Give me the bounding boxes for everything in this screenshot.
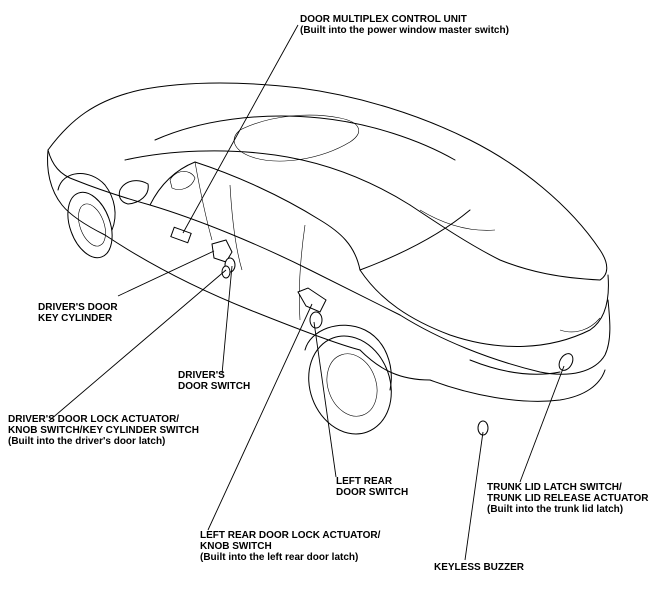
label-line: DOOR SWITCH — [336, 487, 409, 498]
label-line: KNOB SWITCH — [200, 541, 272, 552]
label-left-rear-door-lock-actuator: LEFT REAR DOOR LOCK ACTUATOR/ KNOB SWITC… — [200, 530, 380, 563]
label-line: TRUNK LID RELEASE ACTUATOR — [487, 493, 649, 504]
label-line: (Built into the power window master swit… — [300, 25, 509, 36]
label-line: LEFT REAR DOOR LOCK ACTUATOR/ — [200, 530, 381, 541]
label-door-multiplex-control-unit: DOOR MULTIPLEX CONTROL UNIT (Built into … — [300, 14, 509, 36]
label-line: (Built into the left rear door latch) — [200, 552, 359, 563]
label-line: KEY CYLINDER — [38, 313, 113, 324]
label-keyless-buzzer: KEYLESS BUZZER — [434, 562, 524, 573]
label-line: (Built into the driver's door latch) — [8, 436, 166, 447]
drivers-door-latch-part — [211, 239, 236, 279]
label-drivers-door-switch: DRIVER'S DOOR SWITCH — [178, 370, 250, 392]
door-multiplex-unit-part — [170, 226, 192, 244]
label-line: DRIVER'S DOOR — [38, 302, 118, 313]
label-line: DOOR MULTIPLEX CONTROL UNIT — [300, 14, 467, 25]
car-body — [47, 82, 611, 435]
label-line: LEFT REAR — [336, 476, 393, 487]
label-line: KEYLESS BUZZER — [434, 562, 525, 573]
label-drivers-door-lock-actuator: DRIVER'S DOOR LOCK ACTUATOR/ KNOB SWITCH… — [8, 414, 199, 447]
label-line: DRIVER'S — [178, 370, 225, 381]
trunk-latch-part — [558, 353, 574, 371]
leader-lines — [49, 24, 565, 561]
left-rear-latch-part — [297, 287, 327, 329]
label-drivers-door-key-cylinder: DRIVER'S DOOR KEY CYLINDER — [38, 302, 118, 324]
label-line: (Built into the trunk lid latch) — [487, 504, 624, 515]
label-trunk-lid-latch-switch: TRUNK LID LATCH SWITCH/ TRUNK LID RELEAS… — [487, 482, 648, 515]
label-line: TRUNK LID LATCH SWITCH/ — [487, 482, 622, 493]
label-left-rear-door-switch: LEFT REAR DOOR SWITCH — [336, 476, 408, 498]
label-line: DOOR SWITCH — [178, 381, 251, 392]
label-line: DRIVER'S DOOR LOCK ACTUATOR/ — [8, 414, 180, 425]
label-line: KNOB SWITCH/KEY CYLINDER SWITCH — [8, 425, 199, 436]
